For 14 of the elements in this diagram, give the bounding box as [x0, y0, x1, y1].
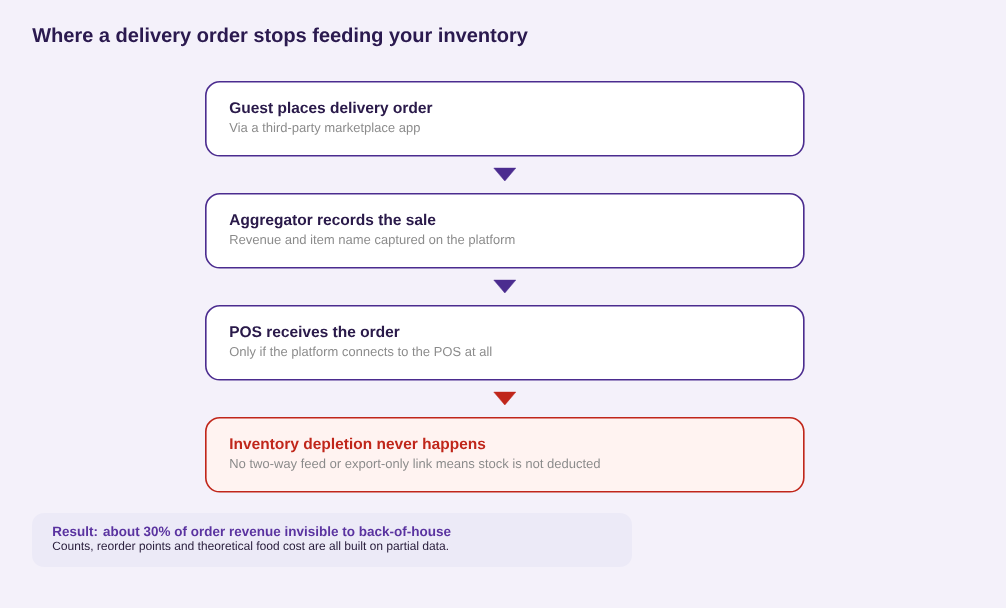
warning-description: No two-way feed or export-only link means stock is not deducted: [230, 458, 600, 471]
step-description: Via a third-party marketplace app: [229, 122, 420, 135]
step-description: Revenue and item name captured on the platform: [230, 234, 515, 247]
arrow: [493, 279, 517, 294]
note-heading: Result: about 30% of order revenue invisible to back-of-house: [53, 526, 451, 537]
note-text: Counts, reorder points and theoretical food cost are all built on partial data.: [52, 541, 448, 553]
step-title: POS receives the order: [230, 325, 400, 338]
arrow: [493, 167, 517, 182]
warning-title: Inventory depletion never happens: [230, 437, 486, 453]
step-title: Guest places delivery order: [229, 101, 433, 117]
step-title: Aggregator records the sale: [229, 213, 436, 229]
arrow: [493, 391, 517, 406]
diagram-title: Where a delivery order stops feeding your inventory: [32, 27, 528, 47]
step-description: Only if the platform connects to the POS at all: [229, 346, 492, 359]
